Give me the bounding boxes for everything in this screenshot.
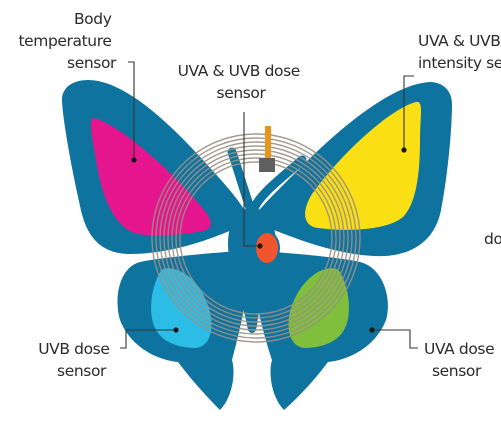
leader-dot-uva-dose (369, 327, 374, 332)
body-temperature-label-line: Body (74, 10, 112, 28)
leader-dot-body-temperature (131, 157, 136, 162)
uvb-dose-label-line: UVB dose (38, 340, 109, 358)
uva-uvb-dose-label-line: UVA & UVB dose (178, 62, 300, 80)
uva-uvb-intensity-label-line: intensity se (418, 54, 501, 72)
body-temperature-label: Body temperature sensor (18, 10, 117, 72)
chip-body (259, 158, 275, 172)
uva-uvb-dose-label: UVA & UVB dose sensor (178, 62, 305, 102)
body-temperature-label-line: temperature (18, 32, 111, 50)
leader-dot-uva-uvb-dose (257, 243, 262, 248)
leader-dot-uvb-dose (173, 327, 178, 332)
nfc-chip-icon (259, 126, 275, 172)
uva-dose-label-line: UVA dose (424, 340, 494, 358)
uva-uvb-intensity-label: UVA & UVB intensity se (418, 32, 501, 72)
partial-right-label: do (484, 230, 501, 248)
uvb-dose-label: UVB dose sensor (38, 340, 114, 380)
uva-dose-label: UVA dose sensor (424, 340, 499, 380)
uva-uvb-intensity-label-line: UVA & UVB (418, 32, 500, 50)
uvb-dose-label-line: sensor (57, 362, 107, 380)
uva-dose-label-line: sensor (432, 362, 482, 380)
uva-uvb-dose-label-line: sensor (217, 84, 267, 102)
leader-dot-uva-uvb-intensity (401, 147, 406, 152)
body-temperature-label-line: sensor (67, 54, 117, 72)
chip-lead (265, 126, 271, 160)
